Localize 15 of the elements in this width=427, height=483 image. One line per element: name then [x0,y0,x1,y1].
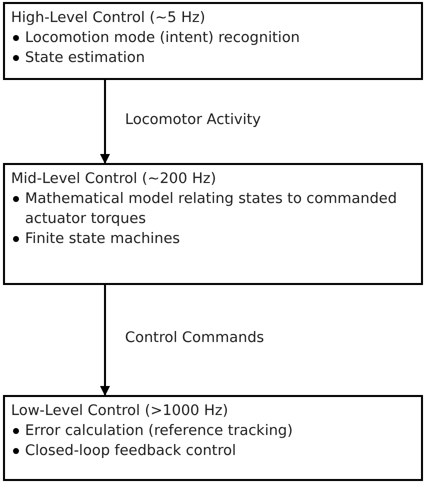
bullet-item: Finite state machines [11,229,415,249]
bullet-item: State estimation [11,48,415,68]
box-heading: Low-Level Control (>1000 Hz) [11,402,230,421]
process-box [3,2,423,80]
process-box [3,395,423,481]
bullet-item: Error calculation (reference tracking) [11,421,415,441]
arrow [100,285,110,396]
bullet-item: Mathematical model relating states to commanded actuator torques [11,189,415,229]
edge-label: Locomotor Activity [125,112,261,128]
process-box [3,163,423,285]
arrow [100,80,110,164]
box-heading: Mid-Level Control (~200 Hz) [11,170,218,189]
bullet-item: Locomotion mode (intent) recognition [11,28,415,48]
box-heading: High-Level Control (~5 Hz) [11,9,206,28]
bullet-item: Closed-loop feedback control [11,441,415,461]
